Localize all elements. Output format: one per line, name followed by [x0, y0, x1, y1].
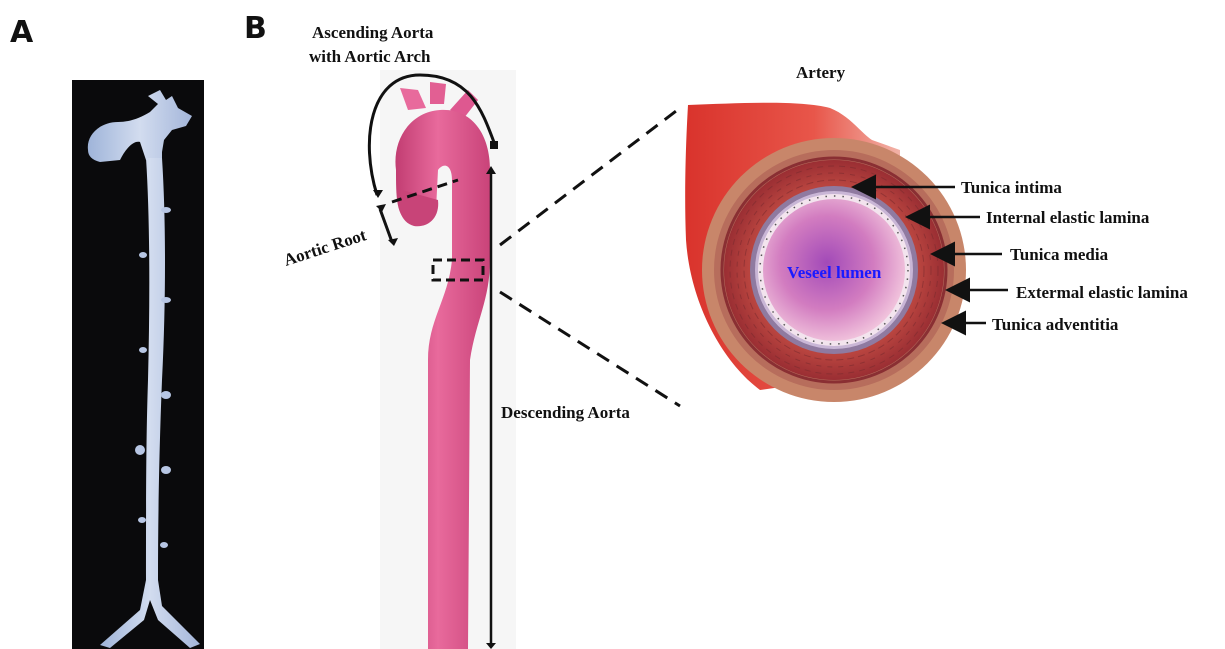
ascending-bracket-cap-right: [490, 141, 498, 149]
zoom-connector-top: [500, 108, 680, 245]
label-ascending-aorta-line2: with Aortic Arch: [309, 47, 431, 66]
panel-b-letter: B: [244, 11, 267, 46]
label-ascending-aorta-line1: Ascending Aorta: [312, 23, 434, 42]
aorta-illustration: [380, 70, 516, 649]
label-descending-aorta: Descending Aorta: [501, 403, 630, 422]
artery-cross-section: [685, 103, 966, 402]
label-external-elastic-lamina: Extermal elastic lamina: [1016, 283, 1188, 302]
label-aortic-root: Aortic Root: [281, 225, 368, 270]
label-tunica-intima: Tunica intima: [961, 178, 1062, 197]
label-tunica-adventitia: Tunica adventitia: [992, 315, 1119, 334]
label-tunica-media: Tunica media: [1010, 245, 1109, 264]
label-vessel-lumen: Veseel lumen: [787, 263, 882, 282]
aorta-photo: [72, 80, 204, 649]
label-artery-title: Artery: [796, 63, 846, 82]
photo-background: [72, 80, 204, 649]
panel-a-letter: A: [10, 15, 34, 50]
label-internal-elastic-lamina: Internal elastic lamina: [986, 208, 1150, 227]
zoom-connector-bottom: [500, 292, 680, 406]
